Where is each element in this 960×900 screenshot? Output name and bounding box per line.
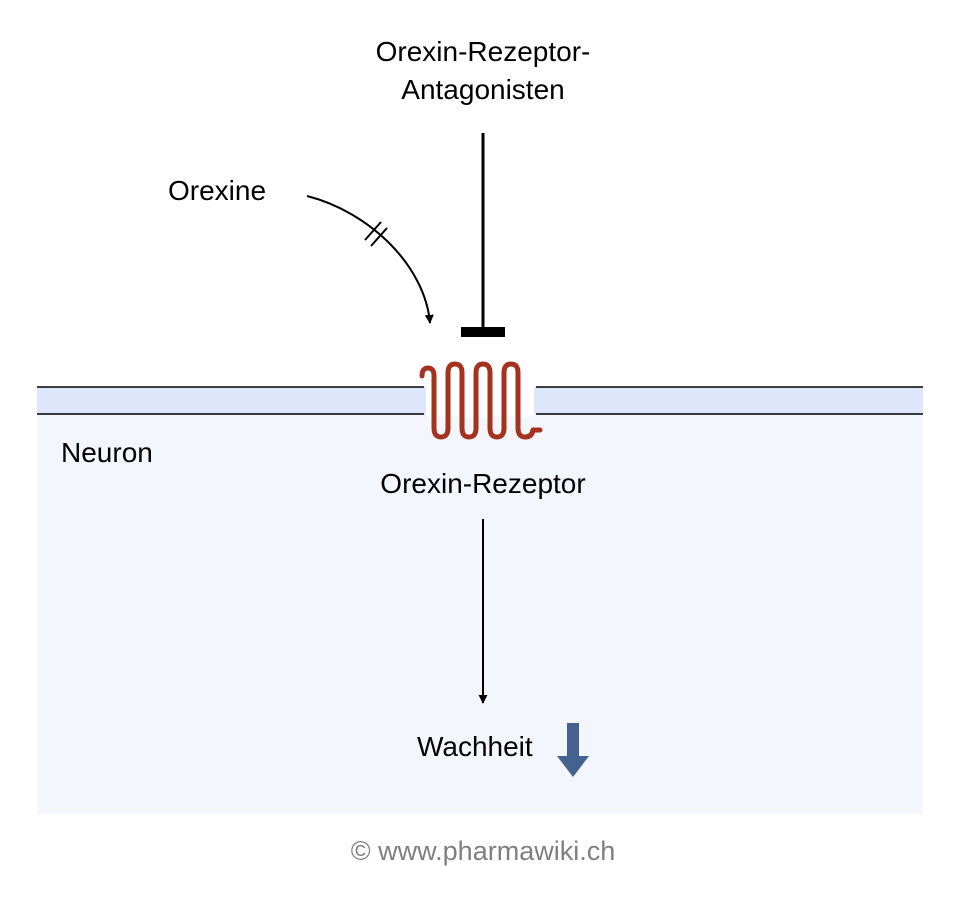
- arrow-break-mark-1: [364, 221, 382, 241]
- antagonist-label-line2: Antagonisten: [401, 74, 565, 105]
- orexine-binding-arrow: [306, 195, 434, 324]
- copyright-footer: © www.pharmawiki.ch: [350, 836, 616, 866]
- orexine-label: Orexine: [168, 175, 267, 206]
- antagonist-label-line1: Orexin-Rezeptor-: [375, 36, 591, 67]
- neuron-cell-area: [37, 387, 923, 814]
- arrow-break-mark-2: [370, 227, 388, 247]
- wachheit-label: Wachheit: [417, 731, 533, 762]
- down-arrow-icon: [557, 723, 589, 777]
- orexin-receptor-shape: [419, 361, 543, 440]
- inhibition-t-bar: [461, 327, 505, 337]
- receptor-label: Orexin-Rezeptor: [380, 468, 586, 499]
- neuron-label: Neuron: [61, 437, 153, 468]
